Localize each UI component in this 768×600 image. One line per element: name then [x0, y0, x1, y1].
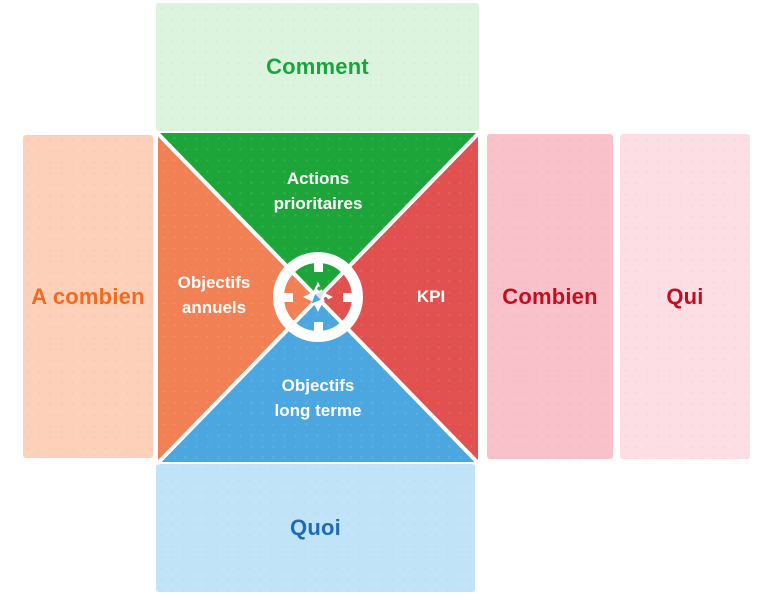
- block-quoi: Quoi: [156, 464, 475, 592]
- block-qui: Qui: [620, 134, 750, 459]
- comment-label: Comment: [266, 54, 369, 79]
- center-matrix: Actions prioritaires Objectifs annuels K…: [155, 130, 481, 465]
- compass-cardinal-marker-west: [284, 292, 293, 302]
- combien-label: Combien: [502, 283, 598, 309]
- compass-cardinal-marker-east: [343, 292, 352, 302]
- compass-ring: [273, 252, 363, 342]
- block-combien: Combien: [487, 134, 613, 459]
- compass-cardinal-marker-north: [313, 263, 323, 272]
- compass-needle-icon: [303, 282, 333, 312]
- quoi-label: Quoi: [290, 515, 341, 540]
- block-comment: Comment: [156, 3, 479, 131]
- compass-cardinal-marker-south: [313, 322, 323, 331]
- kpi-label: KPI: [416, 287, 446, 306]
- a-combien-label: A combien: [31, 283, 145, 309]
- objectifs-annuels-label: Objectifs annuels: [177, 273, 251, 317]
- qui-label: Qui: [666, 283, 704, 309]
- block-a-combien: A combien: [23, 135, 153, 458]
- actions-prioritaires-label: Actions prioritaires: [273, 169, 363, 213]
- objectifs-long-terme-label: Objectifs long terme: [274, 376, 362, 420]
